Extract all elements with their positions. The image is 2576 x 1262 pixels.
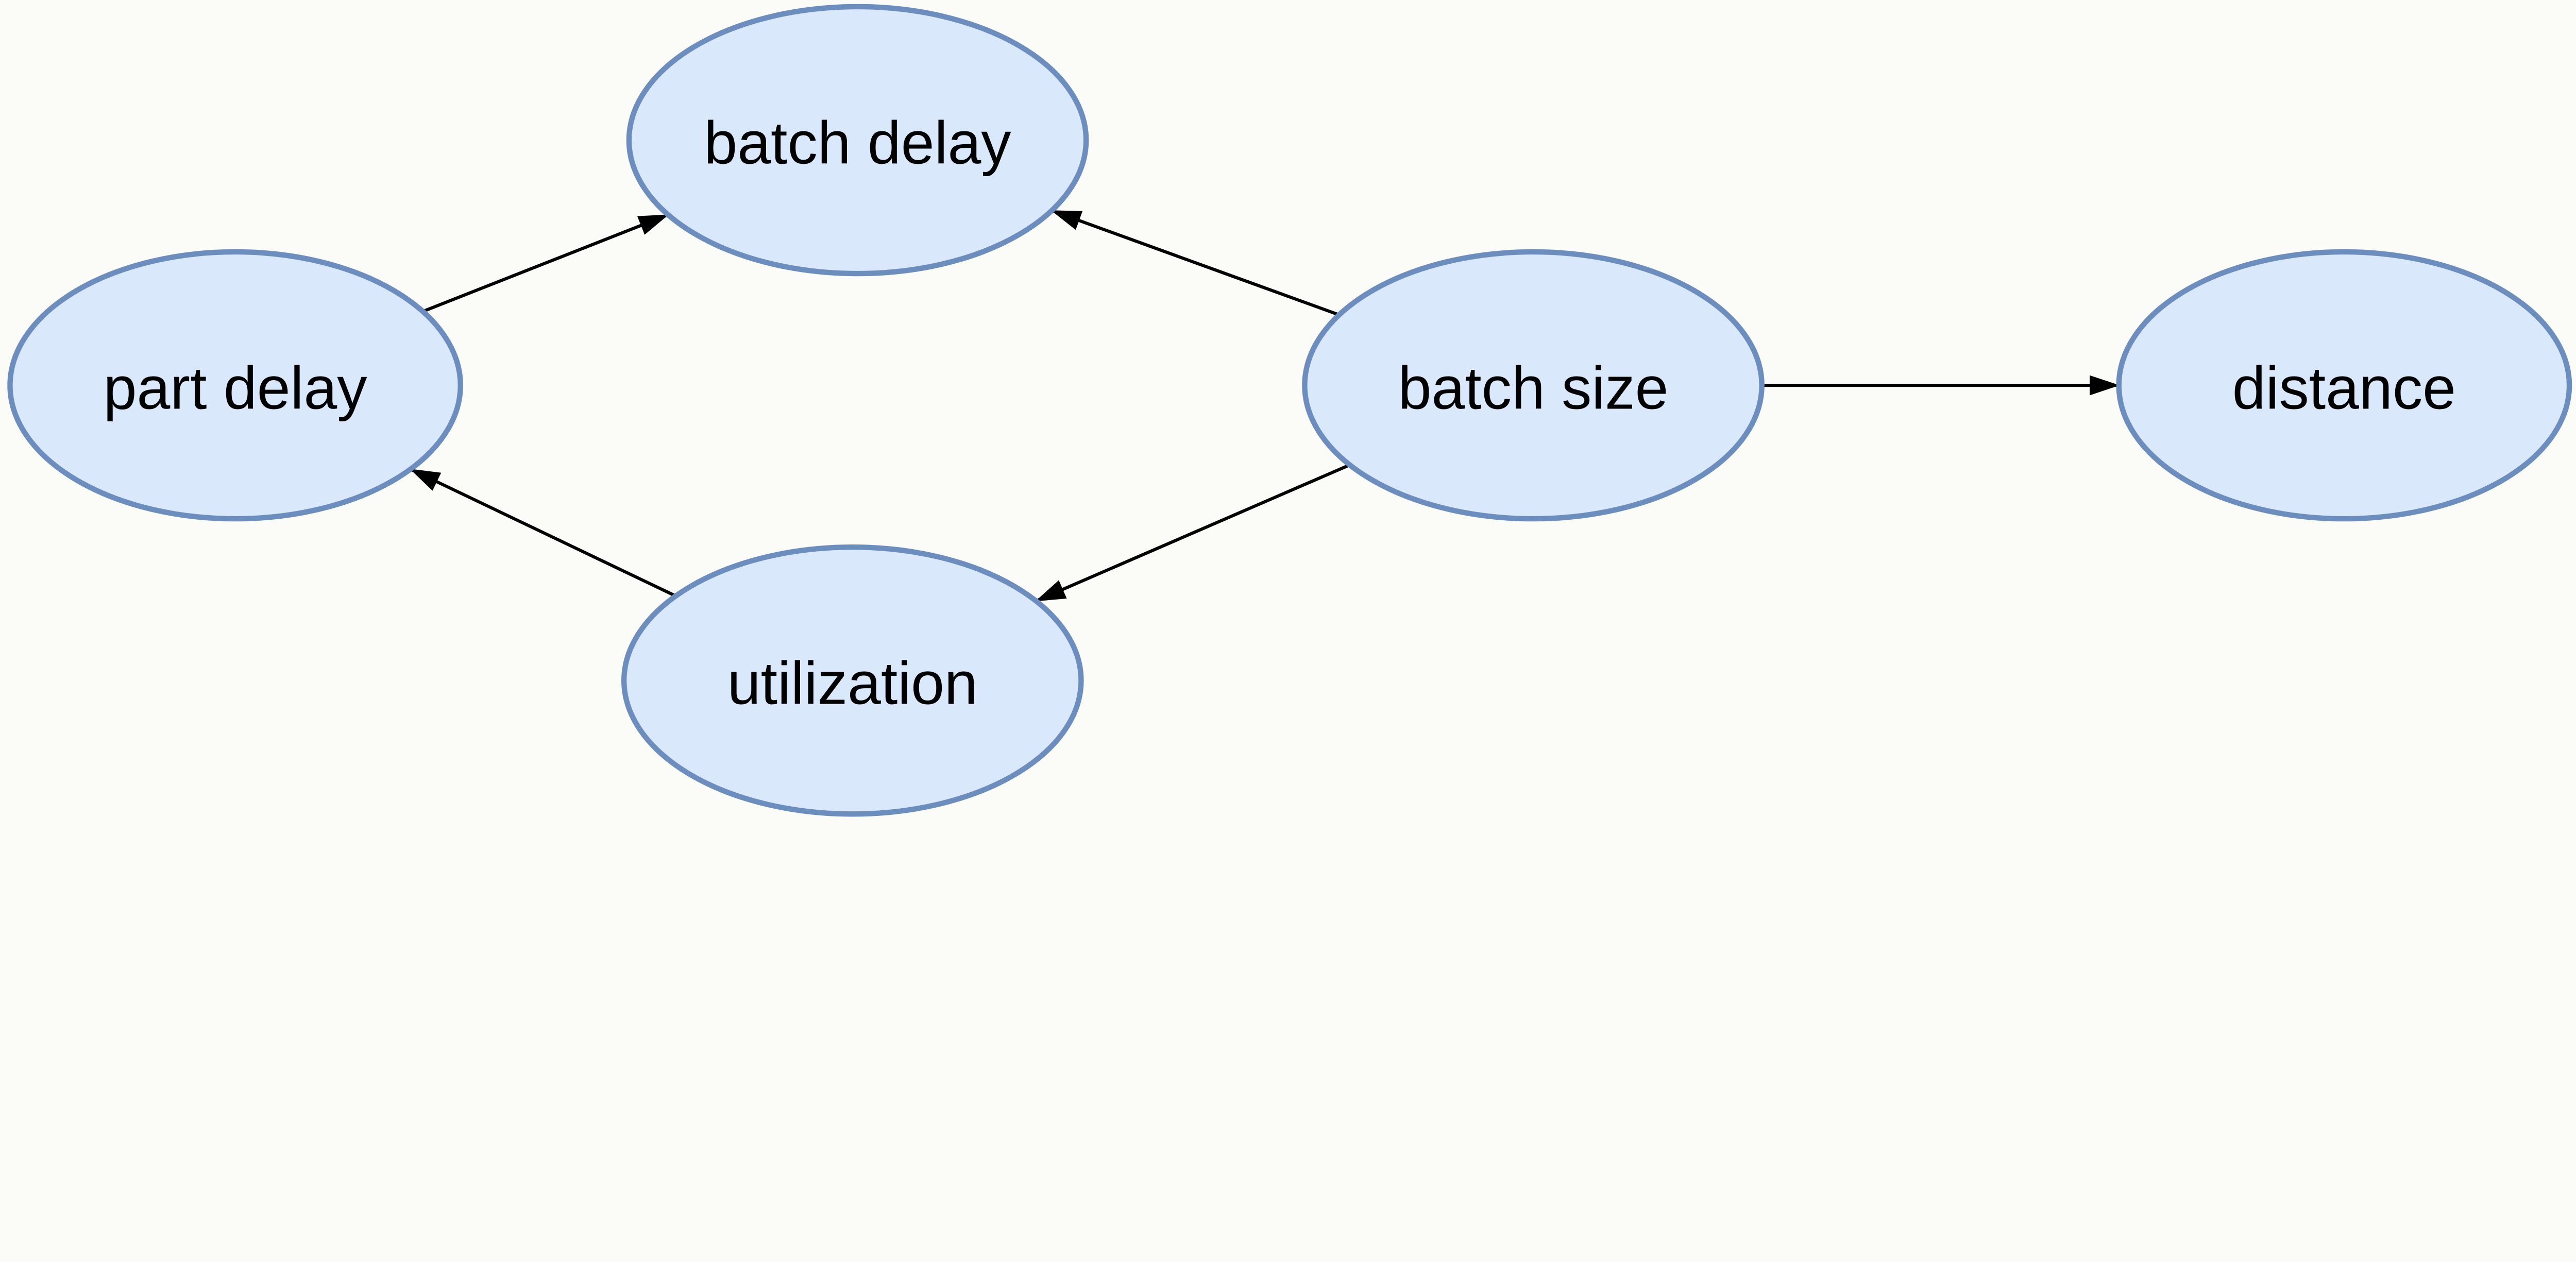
node-label-batch-size: batch size xyxy=(1398,354,1669,421)
edge-arrow-part-delay-to-batch-delay xyxy=(422,213,669,313)
node-label-distance: distance xyxy=(2232,354,2456,421)
node-part-delay: part delay xyxy=(7,249,463,522)
edge-arrow-batch-size-to-batch-delay xyxy=(1050,209,1340,317)
node-ellipse-part-delay xyxy=(7,249,463,522)
node-utilization: utilization xyxy=(621,544,1084,817)
node-ellipse-batch-size xyxy=(1302,249,1765,522)
node-ellipse-distance xyxy=(2116,249,2572,522)
causal-diagram-canvas: part delay batch delay batch size distance u… xyxy=(7,4,2572,817)
node-label-part-delay: part delay xyxy=(104,354,368,421)
nodes-layer: part delay batch delay batch size distance u… xyxy=(7,4,2572,817)
node-label-batch-delay: batch delay xyxy=(704,109,1011,176)
edge-arrow-utilization-to-part-delay xyxy=(410,468,676,598)
node-distance: distance xyxy=(2116,249,2572,522)
edge-arrow-batch-size-to-utilization xyxy=(1035,463,1351,603)
node-batch-size: batch size xyxy=(1302,249,1765,522)
edges-layer xyxy=(410,209,2120,603)
node-label-utilization: utilization xyxy=(727,650,978,717)
diagram-page: part delay batch delay batch size distance u… xyxy=(7,4,2572,817)
node-ellipse-batch-delay xyxy=(626,4,1089,277)
node-ellipse-utilization xyxy=(621,544,1084,817)
node-batch-delay: batch delay xyxy=(626,4,1089,277)
